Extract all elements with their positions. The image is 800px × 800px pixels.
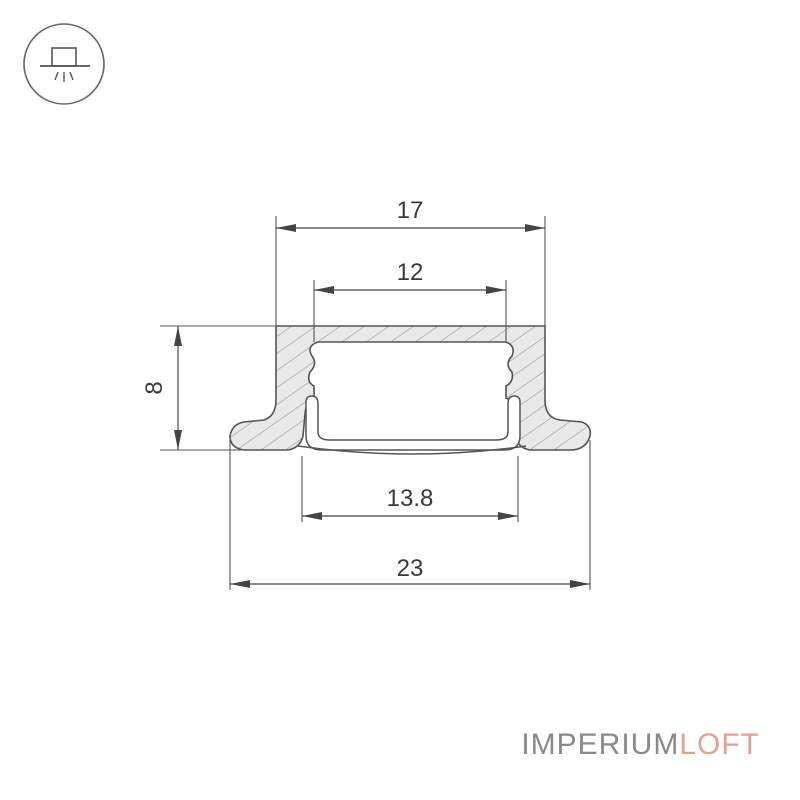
brand-logo: IMPERIUMLOFT [521, 728, 760, 762]
dimension-label-diffuser-width: 13.8 [387, 485, 434, 512]
dimension-label-top-outer-width: 17 [397, 197, 424, 224]
extension-lines [160, 216, 591, 590]
dimension-label-top-inner-width: 12 [397, 259, 424, 286]
dimension-label-flange-width: 23 [397, 555, 424, 582]
aluminium-profile-section [229, 325, 592, 451]
logo-text-loft: LOFT [679, 728, 760, 761]
diffuser-insert [297, 395, 527, 455]
recessed-ceiling-light-icon [23, 23, 105, 105]
dimension-lines [174, 224, 590, 588]
dimension-label-height: 8 [141, 381, 168, 394]
logo-text-imperium: IMPERIUM [521, 728, 680, 761]
